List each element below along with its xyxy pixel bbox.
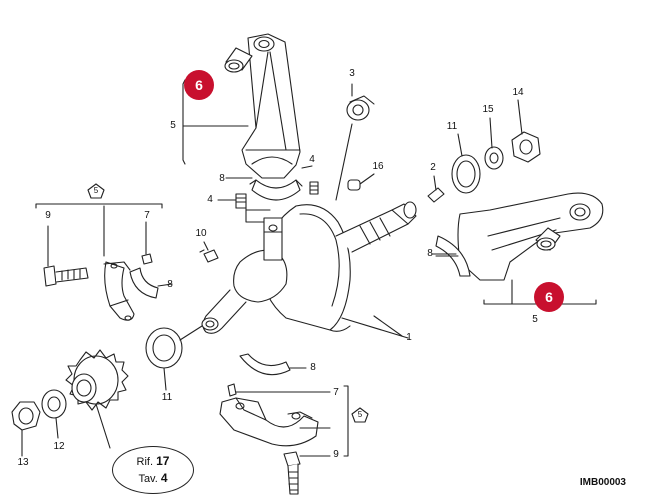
reference-rif-value: 17 <box>156 454 170 469</box>
bearing-cap-lower <box>219 397 331 447</box>
pin-7-left <box>141 221 153 265</box>
label-part-10: 10 <box>195 228 207 239</box>
nut-13 <box>11 401 41 457</box>
label-part-12: 12 <box>53 441 65 452</box>
bracket-5-left <box>35 203 163 257</box>
pentagon-symbol-lower <box>351 407 369 423</box>
label-part-8-upper: 8 <box>219 173 225 184</box>
screw-9-left <box>43 225 89 287</box>
label-part-2: 2 <box>430 162 436 173</box>
part-16 <box>347 173 375 191</box>
nut-14 <box>511 99 541 163</box>
washer-11-right <box>451 133 481 194</box>
bearing-half-right <box>435 235 471 277</box>
washer-11-left <box>145 325 203 391</box>
bearing-cap-left <box>103 261 135 321</box>
timing-gear <box>65 349 129 449</box>
label-part-5-upper: 5 <box>170 120 176 131</box>
reference-tav-label: Tav. <box>138 473 158 485</box>
label-part-4-left: 4 <box>207 194 213 205</box>
label-part-8-right: 8 <box>427 248 433 259</box>
cap-screws-upper <box>217 177 319 223</box>
reference-rif-label: Rif. <box>136 456 154 469</box>
label-part-8-lower: 8 <box>310 362 316 373</box>
screw-9-lower <box>283 451 331 495</box>
reference-oval: Rif. 17 Tav. 4 <box>112 446 194 494</box>
label-part-16: 16 <box>372 161 384 172</box>
small-end-bushing-upper <box>224 47 253 73</box>
label-part-7-lower: 7 <box>333 387 339 398</box>
pin-2 <box>427 175 445 203</box>
label-pentagon-5-lower: 5 <box>357 410 363 419</box>
label-part-11-left: 11 <box>161 392 173 403</box>
connecting-rod-right <box>457 192 604 281</box>
connecting-rod-upper <box>241 33 301 179</box>
reference-rif-line: Rif. 17 <box>137 453 170 470</box>
label-part-9-lower: 9 <box>333 449 339 460</box>
label-part-8-left: 8 <box>167 279 173 290</box>
callout-6-upper: 6 <box>184 70 214 100</box>
bracket-5-lower <box>343 385 349 457</box>
pentagon-symbol-left <box>87 183 105 199</box>
small-end-bushing-right <box>535 227 561 251</box>
label-part-14: 14 <box>512 87 524 98</box>
plug-3 <box>335 83 375 201</box>
reference-tav-value: 4 <box>160 471 168 485</box>
crankshaft <box>201 201 417 339</box>
label-part-3: 3 <box>349 68 355 79</box>
label-part-11-right: 11 <box>446 121 458 132</box>
label-part-15: 15 <box>482 104 494 115</box>
label-part-5-right: 5 <box>532 314 538 325</box>
label-pentagon-5-left: 5 <box>93 186 99 195</box>
bearing-shell-8-lower <box>239 353 307 376</box>
washer-15 <box>484 117 504 170</box>
label-part-4-upper: 4 <box>309 154 315 165</box>
label-part-9-left: 9 <box>45 210 51 221</box>
bearing-cap-upper <box>249 179 303 201</box>
label-part-13: 13 <box>17 457 29 468</box>
part-10 <box>203 241 219 263</box>
washer-12 <box>41 389 67 439</box>
image-code: IMB00003 <box>579 477 626 488</box>
callout-6-right: 6 <box>534 282 564 312</box>
label-part-7-left: 7 <box>144 210 150 221</box>
leader-lines <box>199 165 457 337</box>
label-part-1: 1 <box>406 332 412 343</box>
pin-7-lower <box>227 383 331 397</box>
reference-tav-line: Tav. 4 <box>138 470 167 487</box>
bearing-shell-8-left <box>129 267 173 299</box>
